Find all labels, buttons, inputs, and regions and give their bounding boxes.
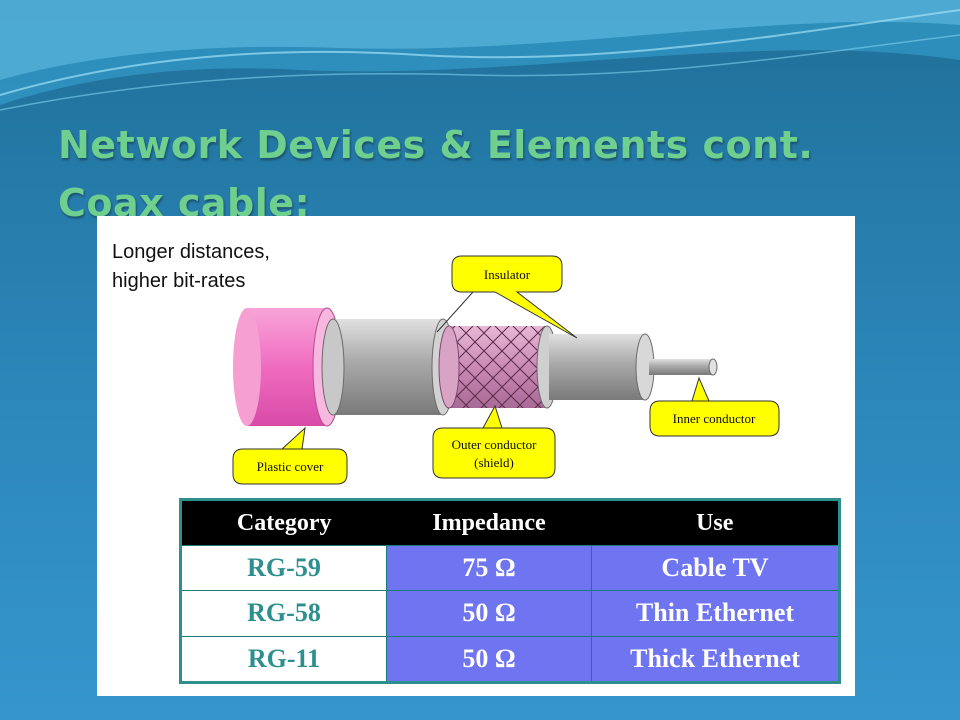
- cell-category: RG-59: [180, 544, 387, 592]
- cell-category: RG-58: [180, 590, 387, 637]
- header-use: Use: [591, 499, 840, 546]
- caption-line-2: higher bit-rates: [112, 270, 246, 292]
- slide-title: Network Devices & Elements cont. Coax ca…: [58, 116, 813, 232]
- decorative-waves: [0, 0, 960, 111]
- callout-outer-conductor: Outer conductor (shield): [432, 404, 556, 479]
- cell-use: Cable TV: [591, 544, 840, 592]
- dielectric-layer: [549, 333, 655, 401]
- label-insulator: Insulator: [484, 267, 531, 282]
- cell-use: Thin Ethernet: [591, 590, 840, 637]
- coax-cable-diagram: Insulator Inner conductor Plastic cover …: [232, 255, 780, 485]
- coax-category-table: Category Impedance Use RG-59 75 Ω Cable …: [179, 498, 841, 684]
- cell-impedance: 50 Ω: [386, 590, 592, 637]
- table-header-row: Category Impedance Use: [180, 499, 840, 546]
- title-line-1: Network Devices & Elements cont.: [58, 123, 814, 167]
- diagram-caption: Longer distances, higher bit-rates: [112, 238, 270, 296]
- caption-line-1: Longer distances,: [112, 241, 270, 263]
- table-row: RG-58 50 Ω Thin Ethernet: [180, 590, 840, 637]
- table-row: RG-59 75 Ω Cable TV: [180, 544, 840, 592]
- callout-plastic-cover: Plastic cover: [232, 426, 348, 485]
- label-plastic-cover: Plastic cover: [257, 459, 324, 474]
- cell-impedance: 75 Ω: [386, 544, 592, 592]
- cell-impedance: 50 Ω: [386, 635, 592, 684]
- callout-inner-conductor: Inner conductor: [649, 376, 780, 437]
- callout-insulator: Insulator: [436, 255, 578, 339]
- inner-conductor-wire: [649, 358, 718, 376]
- table-row: RG-11 50 Ω Thick Ethernet: [180, 635, 840, 684]
- label-outer-conductor-line1: Outer conductor: [452, 437, 538, 452]
- label-inner-conductor: Inner conductor: [673, 411, 756, 426]
- braided-shield-layer: [438, 325, 558, 409]
- header-category: Category: [180, 499, 387, 546]
- header-impedance: Impedance: [386, 499, 592, 546]
- label-outer-conductor-line2: (shield): [474, 455, 514, 470]
- outer-insulator-layer: [321, 318, 455, 416]
- cell-use: Thick Ethernet: [591, 635, 840, 684]
- cell-category: RG-11: [180, 635, 387, 684]
